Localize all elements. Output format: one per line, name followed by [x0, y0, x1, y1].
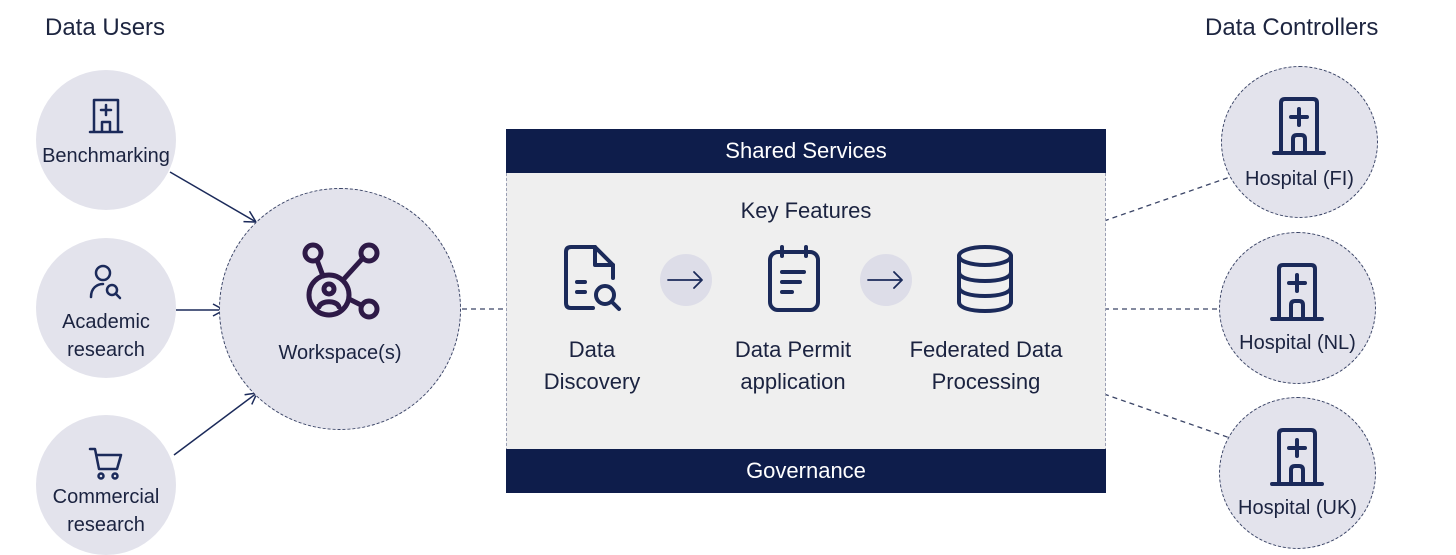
feature-label-line1: Data Permit: [734, 337, 852, 362]
user-search-icon: [89, 264, 122, 300]
arrow-right-icon: [867, 271, 903, 289]
feature-label-line2: application: [740, 369, 846, 394]
user-benchmarking: Benchmarking: [36, 70, 176, 210]
arrow-benchmarking-to-workspace: [169, 171, 258, 223]
arrow-right-icon: [667, 271, 703, 289]
user-label: Benchmarking: [42, 145, 170, 167]
user-academic-research: Academic research: [36, 238, 176, 378]
feature-label-line2: Processing: [931, 369, 1041, 394]
workspace-label: Workspace(s): [278, 342, 402, 364]
data-controllers-heading: Data Controllers: [1205, 14, 1379, 41]
user-label-line2: research: [67, 514, 145, 536]
user-label-line2: research: [67, 339, 145, 361]
controller-hospital-fi: Hospital (FI): [1221, 66, 1378, 218]
flow-arrow-1: [660, 254, 712, 306]
flow-arrow-2: [860, 254, 912, 306]
shared-services-band: Shared Services: [506, 129, 1106, 173]
hospital-icon: [1270, 428, 1324, 486]
arrow-commercial-to-workspace: [173, 392, 259, 456]
controller-hospital-nl: Hospital (NL): [1219, 232, 1376, 384]
key-features-title: Key Features: [740, 198, 872, 223]
hospital-icon: [1272, 97, 1326, 155]
controller-label: Hospital (NL): [1239, 332, 1356, 354]
database-icon: [957, 245, 1013, 314]
user-label-line1: Academic: [62, 311, 150, 333]
controller-label: Hospital (FI): [1245, 168, 1354, 190]
workspace-node: Workspace(s): [219, 188, 461, 430]
governance-band: Governance: [506, 449, 1106, 493]
feature-label-line2: Discovery: [543, 369, 641, 394]
controller-label: Hospital (UK): [1238, 497, 1357, 519]
feature-label-line1: Data: [568, 337, 616, 362]
network-hub-icon: [302, 242, 380, 320]
data-users-heading: Data Users: [45, 14, 166, 41]
document-search-icon: [564, 245, 621, 311]
user-commercial-research: Commercial research: [36, 415, 176, 555]
user-label-line1: Commercial: [52, 486, 160, 508]
hospital-icon: [1270, 263, 1324, 321]
controller-hospital-uk: Hospital (UK): [1219, 397, 1376, 549]
shopping-cart-icon: [88, 447, 123, 480]
link-platform-to-hospital-uk: [1103, 393, 1231, 439]
link-platform-to-hospital-fi: [1103, 176, 1231, 222]
hospital-icon: [88, 98, 124, 134]
feature-label-line1: Federated Data: [909, 337, 1063, 362]
clipboard-icon: [768, 245, 820, 312]
